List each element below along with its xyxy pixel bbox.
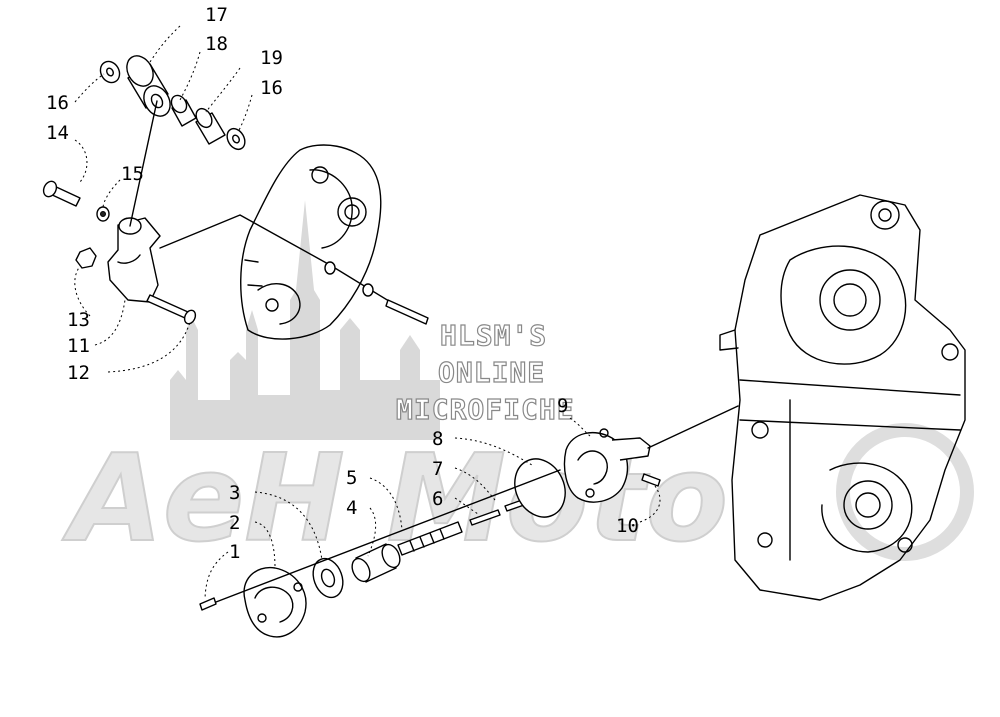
case-screw xyxy=(324,261,429,325)
pump-assembly-axis xyxy=(215,405,739,603)
callout-8: 8 xyxy=(432,428,443,450)
watermark-line1: HLSM'S xyxy=(440,319,547,352)
arm-11 xyxy=(107,217,161,303)
assembly-line-arm xyxy=(159,214,421,321)
callout-14: 14 xyxy=(46,122,69,144)
callout-5: 5 xyxy=(346,467,357,489)
washer-15 xyxy=(96,206,110,222)
watermark-wheel xyxy=(836,423,974,561)
seal-4 xyxy=(351,543,401,583)
roller-17 xyxy=(126,55,171,117)
watermark-line3: MICROFICHE xyxy=(396,393,575,426)
callout-13: 13 xyxy=(67,309,90,331)
pin-6 xyxy=(469,499,525,526)
watermark-skyline xyxy=(170,200,440,440)
washer-16-top xyxy=(99,60,121,84)
callout-labels: 17 18 19 16 16 14 15 13 11 12 9 8 7 6 5 … xyxy=(46,4,639,563)
callout-10: 10 xyxy=(616,515,639,537)
bushing-18 xyxy=(170,94,197,127)
bushing-19 xyxy=(195,107,226,145)
impeller-3 xyxy=(312,557,344,599)
shaft-5 xyxy=(397,521,463,556)
callout-11: 11 xyxy=(67,335,90,357)
callout-16-right: 16 xyxy=(260,77,283,99)
callout-17: 17 xyxy=(205,4,228,26)
assembly-line-roller xyxy=(129,100,158,227)
callout-7: 7 xyxy=(432,458,443,480)
left-crankcase-cover xyxy=(240,144,382,340)
screw-10 xyxy=(641,473,661,487)
callout-6: 6 xyxy=(432,488,443,510)
washer-16-right xyxy=(226,127,246,151)
callout-3: 3 xyxy=(229,482,240,504)
callout-19: 19 xyxy=(260,47,283,69)
callout-12: 12 xyxy=(67,362,90,384)
bolt-14 xyxy=(42,180,81,207)
watermark-line2: ONLINE xyxy=(438,356,545,389)
pump-cover-2 xyxy=(243,566,307,638)
engine-crankcase xyxy=(719,194,966,601)
callout-leaders xyxy=(74,25,661,599)
callout-1: 1 xyxy=(229,541,240,563)
callout-4: 4 xyxy=(346,497,357,519)
callout-18: 18 xyxy=(205,33,228,55)
callout-16-left: 16 xyxy=(46,92,69,114)
bolt-12 xyxy=(146,294,197,325)
screw-1 xyxy=(199,597,217,611)
callout-15: 15 xyxy=(121,163,144,185)
nut-13 xyxy=(75,247,97,269)
pump-housing-9 xyxy=(563,428,651,503)
callout-9: 9 xyxy=(557,395,568,417)
callout-2: 2 xyxy=(229,512,240,534)
watermark-graphic: AeH Moto HLSM'S ONLINE MICROFICHE xyxy=(61,200,974,570)
